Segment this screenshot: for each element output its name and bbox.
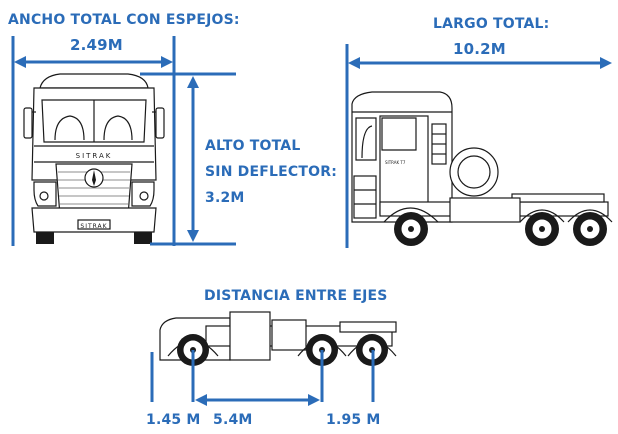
length-dimension <box>345 44 612 248</box>
truck-front-view: SITRAK SITRAK <box>23 73 165 244</box>
wheelbase-dimensions <box>150 350 375 406</box>
truck-chassis-view <box>159 311 397 366</box>
wheelbase-value-2: 5.4M <box>213 412 253 428</box>
front-brand-text: SITRAK <box>76 152 113 160</box>
wheelbase-label: DISTANCIA ENTRE EJES <box>204 288 388 304</box>
wheelbase-value-1: 1.45 M <box>146 412 201 428</box>
truck-side-view: SITRAK T7 <box>351 91 613 246</box>
svg-text:SITRAK T7: SITRAK T7 <box>385 160 406 165</box>
height-label-2: SIN DEFLECTOR: <box>205 164 337 180</box>
length-label: LARGO TOTAL: <box>433 16 549 32</box>
height-label-1: ALTO TOTAL <box>205 138 300 154</box>
height-value: 3.2M <box>205 190 245 206</box>
height-dimension <box>140 72 236 246</box>
width-dimension <box>11 36 176 246</box>
length-value: 10.2M <box>453 40 506 58</box>
width-value: 2.49M <box>70 36 123 54</box>
bumper-brand-text: SITRAK <box>80 223 107 230</box>
wheelbase-value-3: 1.95 M <box>326 412 381 428</box>
width-label: ANCHO TOTAL CON ESPEJOS: <box>8 12 240 28</box>
